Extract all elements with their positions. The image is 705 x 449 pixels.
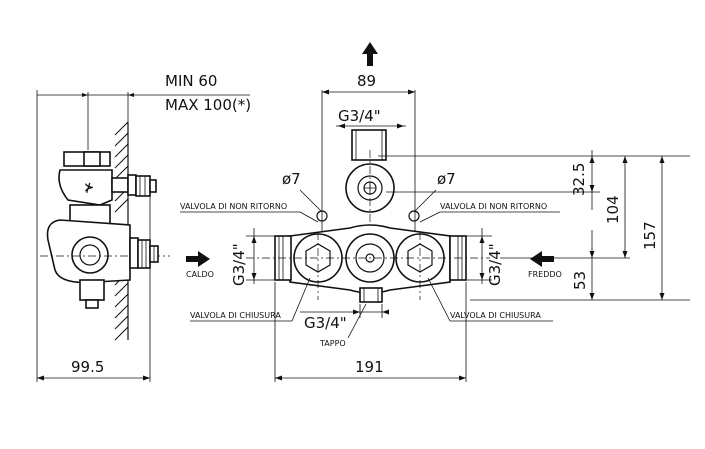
inlet-thread-left: G3/4" <box>230 243 248 286</box>
front-view: 89 G3/4" ø7 ø7 VALVOLA DI NON RITORNO VA… <box>180 42 690 382</box>
outlet-arrow-icon <box>362 42 378 66</box>
plug-label: TAPPO <box>319 339 346 348</box>
cold-inlet-arrow-icon <box>530 251 554 267</box>
height-mid: 104 <box>604 195 622 224</box>
cold-inlet-label: FREDDO <box>528 270 562 279</box>
hole-right-label: ø7 <box>437 170 456 188</box>
hole-left-label: ø7 <box>282 170 301 188</box>
thermostat-mark-icon: ⊁ <box>84 181 94 195</box>
inlet-thread-right: G3/4" <box>486 243 504 286</box>
cartridge-cap <box>83 151 101 167</box>
bottom-thread: G3/4" <box>304 314 347 332</box>
install-depth-max: MAX 100(*) <box>165 96 251 114</box>
shutoff-valve-left-label: VALVOLA DI CHIUSURA <box>190 311 281 320</box>
width-top: 89 <box>357 72 376 90</box>
check-valve-right-label: VALVOLA DI NON RITORNO <box>440 202 547 211</box>
width-overall: 191 <box>355 358 384 376</box>
height-upper: 32.5 <box>570 163 588 196</box>
side-view: MIN 60 MAX 100(*) ⊁ 99.5 <box>36 72 251 382</box>
shutoff-valve-right-label: VALVOLA DI CHIUSURA <box>450 311 541 320</box>
depth-overall: 99.5 <box>71 358 104 376</box>
side-valve-knob <box>71 236 109 274</box>
hot-inlet-arrow-icon <box>186 251 210 267</box>
height-lower: 53 <box>571 271 589 290</box>
install-depth-min: MIN 60 <box>165 72 217 90</box>
hot-inlet-label: CALDO <box>186 270 214 279</box>
check-valve-left-label: VALVOLA DI NON RITORNO <box>180 202 287 211</box>
height-overall: 157 <box>641 221 659 250</box>
wall-hatching <box>114 121 129 341</box>
outlet-thread: G3/4" <box>338 107 381 125</box>
